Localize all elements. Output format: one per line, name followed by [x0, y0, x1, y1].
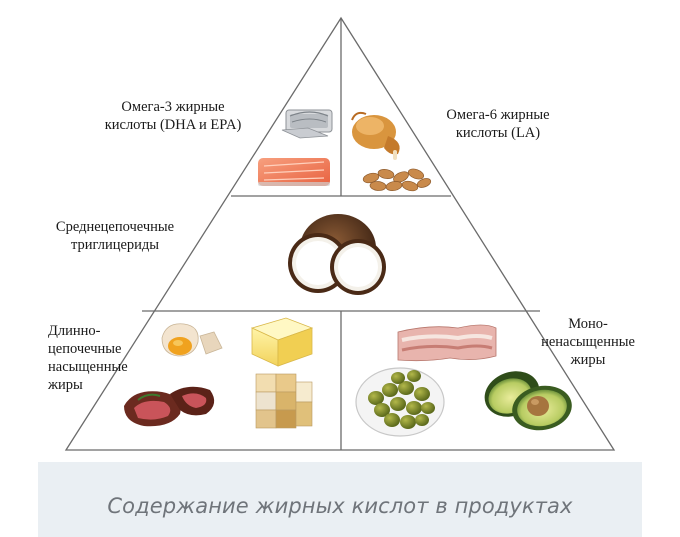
- label-saturated-line2: цепочечные: [48, 341, 122, 357]
- label-monounsaturated: Моно- ненасыщенные жиры: [534, 315, 642, 369]
- olives-image: [355, 367, 445, 437]
- caption: Содержание жирных кислот в продуктах: [107, 494, 573, 518]
- bacon-image: [397, 324, 497, 362]
- label-omega6: Омега-6 жирные кислоты (LA): [428, 106, 568, 142]
- label-omega3-line2: кислоты (DHA и EPA): [104, 117, 242, 133]
- label-mct-line1: Среднецепочечные: [55, 219, 175, 235]
- label-omega6-line2: кислоты (LA): [455, 125, 541, 141]
- label-saturated-line3: насыщенные: [48, 359, 128, 375]
- label-omega3: Омега-3 жирные кислоты (DHA и EPA): [88, 98, 258, 134]
- coconut-image: [288, 214, 386, 295]
- steak-image: [124, 386, 215, 427]
- sardine-tin-image: [281, 109, 333, 139]
- label-omega3-line1: Омега-3 жирные: [121, 99, 225, 115]
- pyramid-lines: [64, 16, 616, 451]
- butter-image: [250, 317, 314, 367]
- salmon-image: [258, 158, 330, 186]
- label-monounsaturated-line1: Моно-: [568, 316, 608, 332]
- avocado-image: [484, 371, 572, 431]
- cheese-image: [255, 373, 313, 429]
- label-mct: Среднецепочечные триглицериды: [38, 218, 192, 254]
- almonds-image: [362, 168, 432, 192]
- egg-image: [161, 323, 223, 357]
- pyramid-figure: Омега-3 жирные кислоты (DHA и EPA) Омега…: [38, 10, 642, 462]
- label-omega6-line1: Омега-6 жирные: [446, 107, 550, 123]
- label-mct-line2: триглицериды: [70, 237, 160, 253]
- chicken-image: [351, 111, 400, 160]
- label-monounsaturated-line3: жиры: [570, 352, 606, 368]
- pyramid-diagram: [64, 16, 616, 451]
- label-saturated: Длинно- цепочечные насыщенные жиры: [48, 322, 158, 394]
- pyramid-outline: [64, 16, 616, 451]
- label-monounsaturated-line2: ненасыщенные: [541, 334, 635, 350]
- label-saturated-line1: Длинно-: [48, 323, 101, 339]
- caption-bar: Содержание жирных кислот в продуктах: [38, 462, 642, 537]
- label-saturated-line4: жиры: [48, 377, 83, 393]
